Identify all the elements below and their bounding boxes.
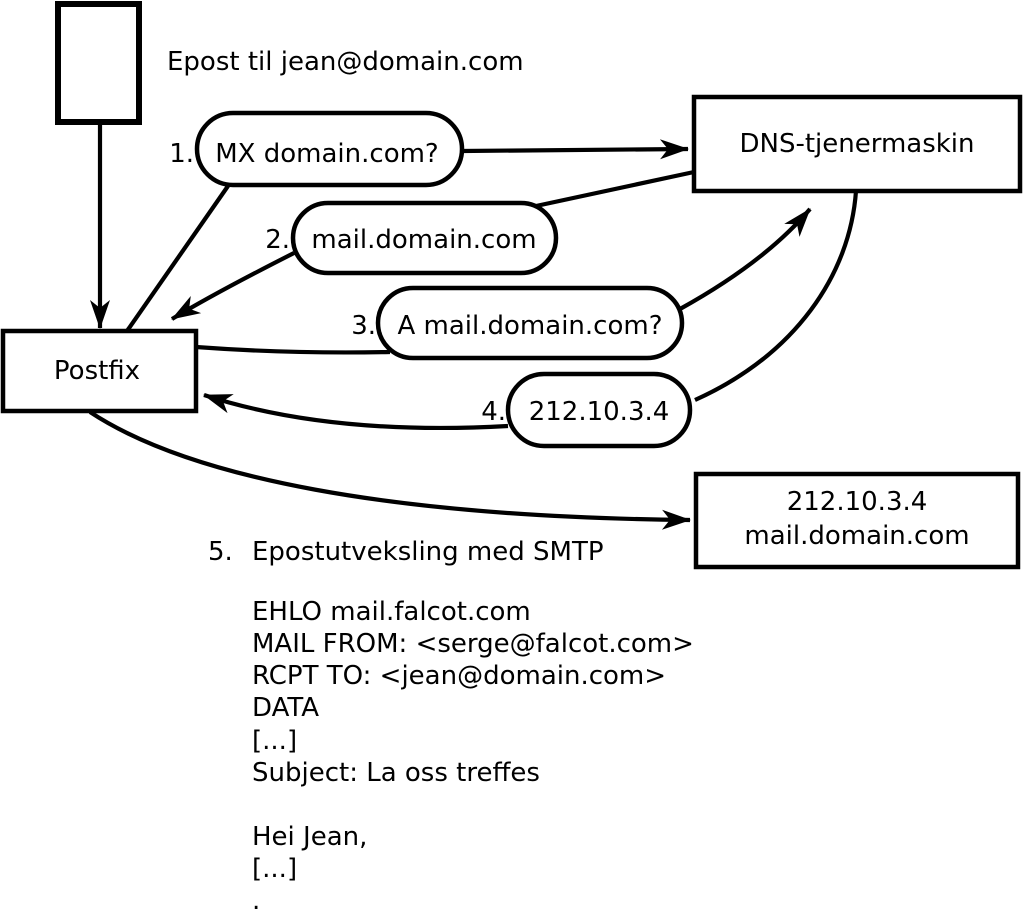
smtp-line: MAIL FROM: <serge@falcot.com>: [252, 629, 694, 659]
mail-server-box: [693, 471, 1021, 570]
smtp-line: Hei Jean,: [252, 822, 367, 852]
smtp-line: Subject: La oss treffes: [252, 758, 540, 788]
smtp-line: .: [252, 886, 260, 916]
step-2-label: mail.domain.com: [311, 225, 536, 255]
pill-a-query: [375, 285, 685, 361]
arrow-postfix-to-mail-server: [88, 410, 691, 530]
step-3-label: A mail.domain.com?: [398, 311, 663, 341]
step-1-label: MX domain.com?: [215, 139, 438, 169]
mail-server-hostname: mail.domain.com: [744, 521, 969, 551]
step-3-number: 3.: [351, 311, 376, 341]
step-4-number: 4.: [481, 397, 506, 427]
postfix-box: [0, 328, 199, 414]
arrow-mx-query-to-dns: [461, 139, 689, 160]
step-5-number: 5.: [208, 537, 233, 567]
email-envelope-box: [55, 1, 142, 125]
dns-server-label: DNS-tjenermaskin: [739, 129, 974, 159]
step-2-number: 2.: [265, 225, 290, 255]
dns-server-box: [691, 94, 1023, 194]
step-4-label: 212.10.3.4: [529, 397, 670, 427]
smtp-line: [...]: [252, 726, 297, 756]
arrow-a-answer-to-postfix: [203, 393, 509, 431]
line-postfix-to-mx-query: [125, 184, 230, 333]
smtp-line: EHLO mail.falcot.com: [252, 597, 531, 627]
smtp-line: DATA: [252, 693, 319, 723]
step-5-label: Epostutveksling med SMTP: [252, 537, 604, 567]
line-dns-to-mx-answer: [535, 169, 695, 209]
line-dns-to-a-answer: [694, 190, 859, 402]
mail-server-ip: 212.10.3.4: [787, 487, 928, 517]
arrow-a-query-to-dns: [678, 207, 812, 311]
pill-a-answer: [505, 371, 693, 449]
smtp-line: RCPT TO: <jean@domain.com>: [252, 661, 666, 691]
postfix-label: Postfix: [54, 356, 140, 386]
step-1-number: 1.: [169, 139, 194, 169]
line-postfix-to-a-query: [195, 344, 391, 355]
arrow-mx-answer-to-postfix: [170, 251, 295, 321]
diagram-title: Epost til jean@domain.com: [167, 47, 524, 77]
pill-mx-answer: [290, 200, 559, 276]
smtp-line: [...]: [252, 854, 297, 884]
